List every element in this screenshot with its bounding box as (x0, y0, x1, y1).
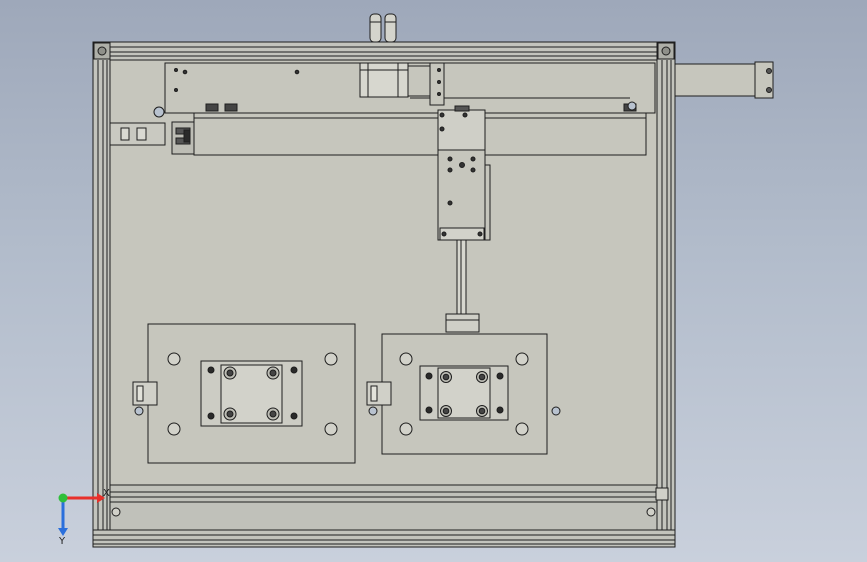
fixture-left[interactable] (132, 323, 356, 464)
piston-rod[interactable] (445, 239, 480, 333)
z-axis-carriage[interactable] (437, 105, 491, 241)
bottom-rail[interactable] (109, 484, 669, 531)
coordinate-triad: X Y (58, 488, 110, 547)
origin-marker (58, 493, 68, 503)
corner-bracket-top-left (93, 42, 111, 60)
right-extension-arm[interactable] (674, 61, 774, 99)
corner-bracket-top-right (657, 42, 675, 60)
top-pipe-fittings[interactable] (369, 13, 397, 43)
linear-rail[interactable] (193, 101, 647, 156)
x-axis-label: X (103, 488, 110, 499)
fixture-right[interactable] (366, 333, 561, 455)
servo-motor[interactable] (359, 62, 445, 106)
y-axis-label: Y (58, 536, 66, 547)
left-end-mount[interactable] (109, 106, 195, 155)
